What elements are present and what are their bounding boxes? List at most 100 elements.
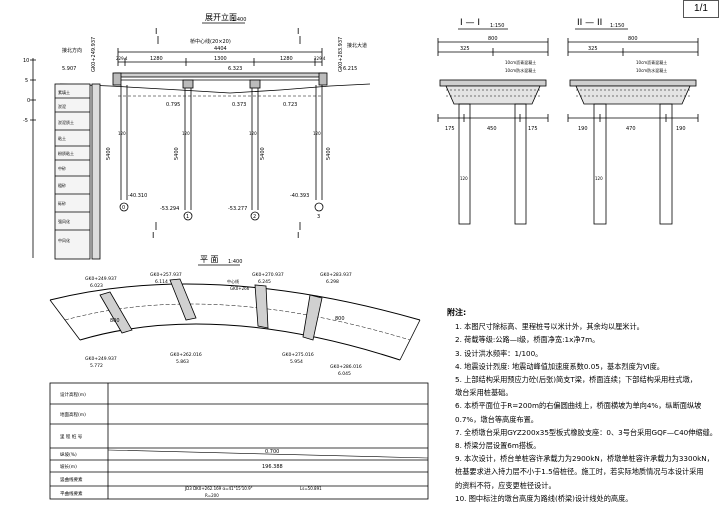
section2-half: 325: [588, 46, 598, 52]
ruler-10: 10: [23, 58, 29, 64]
stratum-6: 中砂: [58, 165, 66, 171]
row-label-2: 地面高程(m): [60, 411, 86, 418]
axis-3: 3: [317, 214, 320, 220]
section2-dim-1: 190: [578, 126, 588, 132]
note-9b: 桩基要求进入持力层不小于1.5倍桩径。施工时，若实际地质情况与本设计采用: [455, 467, 704, 477]
section1-dim-3: 175: [528, 126, 538, 132]
plan-title: 平 面: [200, 255, 219, 264]
tip-elev-3: -53.277: [228, 206, 247, 212]
row-label-6: 竖曲线要素: [60, 476, 83, 483]
tip-elev-2: -53.294: [160, 206, 179, 212]
ruler-neg5: -5: [23, 118, 28, 124]
pile-dim-4: 120: [313, 131, 321, 136]
elevation-view: 展开立面 1:400 I I I I 4404 桥中心线(20×20) 229.…: [23, 12, 371, 260]
axis-2: 2: [253, 214, 256, 220]
pile-dim-1: 120: [118, 131, 126, 136]
plan-bot-sta-1: GK0+249.937: [85, 356, 117, 362]
plan-lane-2: 800: [335, 316, 345, 322]
plan-mid-label: 中心线: [227, 278, 239, 284]
row-label-1: 设计高程(m): [60, 391, 86, 398]
section1-scale: 1:150: [490, 23, 504, 29]
section1-dim-2: 450: [487, 126, 497, 132]
plan-bot-elev-2: 5.863: [176, 359, 189, 365]
section2-width: 800: [628, 36, 638, 42]
section2-deck2: 10cm防水混凝土: [636, 67, 667, 73]
plan-top-sta-1: GK0+249.937: [85, 276, 117, 282]
section1-pile: 120: [460, 176, 468, 181]
stratum-7: 粗砂: [58, 182, 66, 188]
plan-lane-1: 800: [110, 318, 120, 324]
span-dim-1: 229.4: [116, 56, 128, 61]
pile-length-4: 5400: [326, 147, 332, 160]
section2-title: II — II: [577, 18, 602, 28]
plan-bot-elev-1: 5.772: [90, 363, 103, 369]
tip-elev-4: -40.393: [290, 193, 309, 199]
table-curve: JD3 DK0+262.169 α=41°15'10.9": [184, 486, 253, 491]
note-3: 3. 设计洪水频率：1/100。: [455, 348, 543, 358]
section1-title: I — I: [460, 18, 480, 28]
row-label-7: 平曲线要素: [60, 490, 83, 497]
pier-top-1: 0.795: [166, 102, 180, 108]
section1-deck2: 10cm防水混凝土: [505, 67, 536, 73]
span-dim-5: 229.4: [314, 56, 326, 61]
plan-top-elev-3: 6.245: [258, 279, 271, 285]
plan-top-elev-4: 6.298: [326, 279, 339, 285]
section-1: I — I 1:150 800 325 10cm沥青混凝土 10cm防水混凝土 …: [437, 18, 549, 225]
left-elevation: 5.907: [62, 66, 76, 72]
section1-deck: 10cm沥青混凝土: [505, 59, 536, 65]
note-2: 2. 荷载等级:公路—Ⅰ级，桥面净宽:1x净7m。: [455, 335, 600, 345]
note-5: 5. 上部结构采用预应力砼(后张)简支T梁，桥面连续；下部结构采用柱式墩，: [455, 375, 697, 385]
right-elevation: 6.215: [343, 66, 357, 72]
axis-0: 0: [122, 205, 125, 211]
left-station: GK0+249.937: [91, 37, 97, 72]
section2-dim-2: 470: [626, 126, 636, 132]
ruler-0: 0: [27, 98, 30, 104]
plan-top-sta-4: GK0+283.937: [320, 272, 352, 278]
span-note: 桥中心线(20×20): [190, 38, 231, 45]
profile-table: 设计高程(m) 地面高程(m) 里 程 桩 号 纵坡(%) 坡长(m) 竖曲线要…: [49, 382, 429, 500]
plan-bot-sta-3: GK0+275.016: [282, 352, 314, 358]
note-4: 4. 地震设计烈度: 地震动峰值加速度系数0.05，基本烈度为Ⅵ度。: [455, 361, 664, 371]
section1-half: 325: [460, 46, 470, 52]
stratum-5: 粉质粘土: [58, 150, 74, 156]
note-5b: 墩台采用桩基础。: [455, 388, 513, 398]
cut-mark-top-right: I: [297, 27, 299, 36]
pile-length-3: 5400: [260, 147, 266, 160]
axis-1: 1: [186, 214, 189, 220]
note-7: 7. 全桥墩台采用GYZ200x35型板式橡胶支座：0、3号台采用GQF—C40…: [455, 427, 717, 437]
stratum-4: 粘土: [58, 135, 66, 141]
right-direction: 接北大道: [347, 42, 367, 49]
row-label-3: 里 程 桩 号: [60, 433, 83, 440]
note-6: 6. 本桥平面位于R=200m的右偏圆曲线上，桥面横坡为单向4%，纵断面纵坡: [455, 401, 702, 411]
left-direction: 接北方向: [62, 47, 82, 54]
section2-pile: 120: [595, 176, 603, 181]
stratum-8: 砾砂: [58, 200, 66, 206]
plan-bot-sta-2: GK0+262.016: [170, 352, 202, 358]
table-curve-r: R=200: [205, 493, 219, 498]
table-grade: 0.700: [265, 449, 279, 455]
plan-top-sta-2: GK0+257.937: [150, 272, 182, 278]
section1-width: 800: [488, 36, 498, 42]
plan-top-elev-2: 6.114: [155, 279, 168, 285]
page-number: 1/1: [683, 0, 719, 18]
right-station: GK0+283.937: [338, 37, 344, 72]
section-2: II — II 1:150 800 325 10cm沥青混凝土 10cm防水混凝…: [567, 18, 699, 225]
cut-mark-bottom-right: I: [297, 231, 299, 240]
pier-top-2: 0.373: [232, 102, 246, 108]
section2-dim-3: 190: [676, 126, 686, 132]
section1-dim-1: 175: [445, 126, 455, 132]
section2-deck: 10cm沥青混凝土: [636, 59, 667, 65]
mid-elevation: 6.323: [228, 66, 242, 72]
plan-mid-station: GK0+266: [230, 286, 250, 291]
note-8: 8. 桥梁分层设置6m搭板。: [455, 441, 541, 451]
cut-mark-top-left: I: [155, 27, 157, 36]
table-curve-l: Ls=50.891: [300, 486, 322, 491]
section2-scale: 1:150: [610, 23, 624, 29]
stratum-2: 淤泥: [58, 103, 66, 109]
span-dim-3: 1300: [214, 56, 227, 62]
row-label-4: 纵坡(%): [60, 451, 77, 458]
ruler-5: 5: [25, 78, 28, 84]
note-9: 9. 本次设计，桥台单桩容许承载力为2900kN，桥墩单桩容许承载力为3300k…: [455, 454, 714, 464]
tip-elev-1: -40.310: [128, 193, 147, 199]
